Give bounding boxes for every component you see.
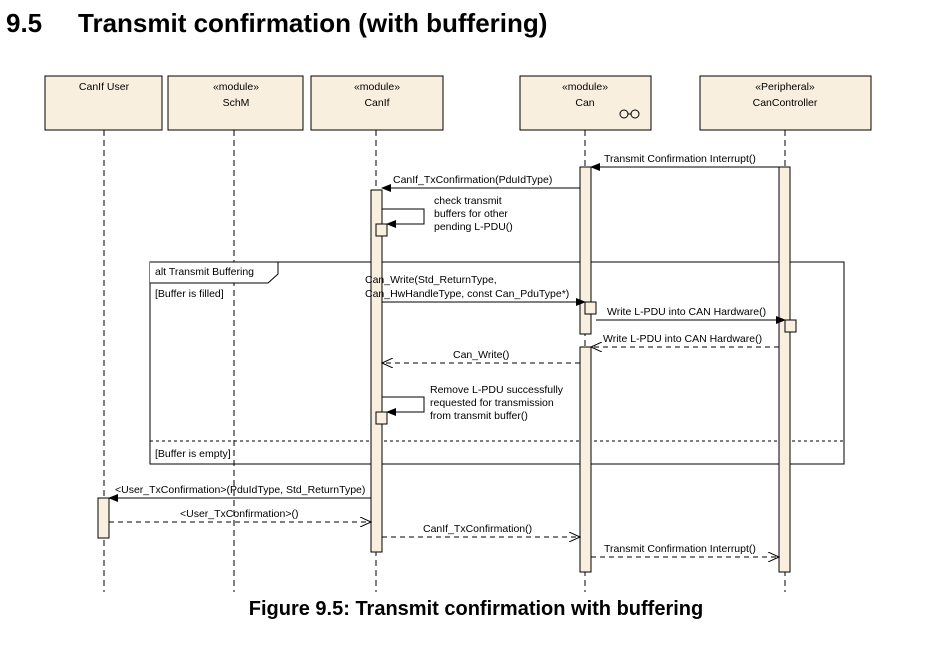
lifeline-canif: «module» CanIf	[310, 75, 444, 131]
message-m6-label: Write L-PDU into CAN Hardware()	[603, 333, 762, 345]
lifeline-name: SchM	[223, 97, 250, 109]
message-m8-line3: from transmit buffer()	[430, 410, 528, 422]
message-m4-line2: Can_HwHandleType, const Can_PduType*)	[365, 288, 569, 300]
lifeline-stereotype: «module»	[562, 81, 608, 93]
section-number: 9.5	[6, 8, 43, 38]
message-m3-line1: check transmit	[434, 195, 502, 207]
lifeline-controller: «Peripheral» CanController	[699, 75, 872, 131]
message-m4-line1: Can_Write(Std_ReturnType,	[365, 274, 497, 286]
activation-can-2	[579, 346, 592, 573]
message-m10-label: <User_TxConfirmation>()	[180, 508, 298, 520]
message-m12-label: Transmit Confirmation Interrupt()	[604, 543, 756, 555]
sequence-diagram: CanIf User «module» SchM «module» CanIf …	[44, 75, 872, 592]
activation-canif-self-1	[375, 223, 388, 237]
message-m2-label: CanIf_TxConfirmation(PduIdType)	[393, 174, 552, 186]
guard-buffer-filled: [Buffer is filled]	[155, 288, 224, 300]
message-m3-line3: pending L-PDU()	[434, 221, 513, 233]
message-m5-label: Write L-PDU into CAN Hardware()	[607, 306, 766, 318]
message-m3-line2: buffers for other	[434, 208, 508, 220]
message-m11-label: CanIf_TxConfirmation()	[423, 523, 532, 535]
activation-can-1	[579, 166, 592, 335]
lifeline-stereotype: «Peripheral»	[755, 81, 815, 93]
lifeline-name: Can	[575, 97, 594, 109]
activation-can-nested	[584, 301, 597, 315]
activation-canif-self-2	[375, 411, 388, 425]
message-m8-arrow	[382, 396, 425, 416]
lifeline-name: CanIf	[364, 97, 389, 109]
lifeline-can: «module» Can	[519, 75, 652, 131]
activation-canif	[370, 189, 383, 553]
section-title: Transmit confirmation (with buffering)	[78, 8, 548, 38]
lifeline-stereotype: «module»	[213, 81, 259, 93]
figure-caption: Figure 9.5: Transmit confirmation with b…	[248, 598, 704, 620]
activation-controller	[778, 166, 791, 573]
lifeline-canif-user: CanIf User	[44, 75, 163, 131]
component-icon	[619, 109, 640, 119]
activation-canif-user	[97, 497, 110, 539]
message-m3-arrow	[382, 208, 425, 228]
section-heading: 9.5 Transmit confirmation (with buffering…	[6, 8, 547, 39]
message-m8-line1: Remove L-PDU successfully	[430, 384, 564, 396]
fragment-label: alt Transmit Buffering	[155, 266, 254, 278]
message-m9-label: <User_TxConfirmation>(PduIdType, Std_Ret…	[115, 484, 365, 496]
guard-buffer-empty: [Buffer is empty]	[155, 448, 231, 460]
lifeline-name: CanIf User	[79, 81, 130, 93]
message-m7-label: Can_Write()	[453, 349, 509, 361]
message-m8-line2: requested for transmission	[430, 397, 554, 409]
lifeline-name: CanController	[753, 97, 818, 109]
activation-controller-nested	[784, 319, 797, 333]
message-m1-label: Transmit Confirmation Interrupt()	[604, 153, 756, 165]
alt-fragment: alt Transmit Buffering [Buffer is filled…	[149, 261, 845, 465]
lifeline-stereotype: «module»	[354, 81, 400, 93]
lifeline-schm: «module» SchM	[167, 75, 304, 131]
